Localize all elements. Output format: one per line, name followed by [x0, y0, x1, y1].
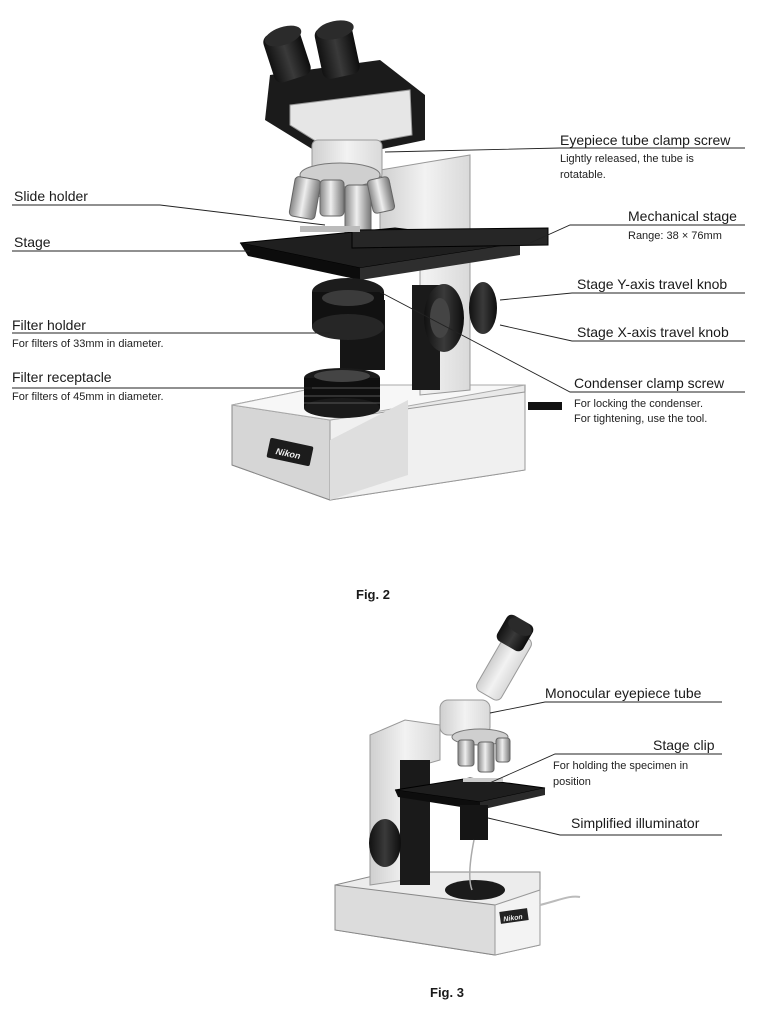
desc-stage-clip-line2: position: [553, 776, 591, 788]
label-stage: Stage: [14, 234, 51, 250]
label-stage-x-axis-knob: Stage X-axis travel knob: [577, 324, 729, 340]
desc-filter-receptacle: For filters of 45mm in diameter.: [12, 391, 164, 403]
label-stage-y-axis-knob: Stage Y-axis travel knob: [577, 276, 728, 292]
fig2-stage-knobs: [424, 282, 497, 352]
label-mechanical-stage: Mechanical stage: [628, 208, 737, 224]
fig2-stage: [239, 226, 549, 280]
label-filter-holder: Filter holder: [12, 317, 86, 333]
desc-filter-holder: For filters of 33mm in diameter.: [12, 338, 164, 350]
desc-stage-clip-line1: For holding the specimen in: [553, 760, 689, 772]
fig2-objectives: [288, 162, 396, 238]
figure-3-caption: Fig. 3: [430, 985, 464, 1000]
fig2-eyepieces: [263, 20, 360, 83]
desc-eyepiece-clamp-line2: rotatable.: [560, 169, 606, 181]
fig2-leader-lines: [12, 147, 745, 393]
fig2-base: Nikon: [231, 384, 562, 501]
figure-2-caption: Fig. 2: [356, 587, 390, 602]
label-condenser-clamp-screw: Condenser clamp screw: [574, 375, 725, 391]
label-monocular-eyepiece-tube: Monocular eyepiece tube: [545, 685, 702, 701]
label-simplified-illuminator: Simplified illuminator: [571, 815, 700, 831]
label-stage-clip: Stage clip: [653, 737, 715, 753]
figure-3-microscope-illustration: Nikon: [334, 614, 722, 956]
desc-mechanical-stage-range: Range: 38 × 76mm: [628, 230, 722, 242]
label-eyepiece-tube-clamp-screw: Eyepiece tube clamp screw: [560, 132, 731, 148]
desc-condenser-clamp-line1: For locking the condenser.: [574, 398, 704, 410]
label-slide-holder: Slide holder: [14, 188, 88, 204]
desc-eyepiece-clamp-line1: Lightly released, the tube is: [560, 153, 694, 165]
fig2-condenser: [312, 278, 384, 340]
label-filter-receptacle: Filter receptacle: [12, 369, 112, 385]
fig2-filter-receptacle: [304, 368, 380, 418]
fig3-brand-logo: Nikon: [503, 914, 523, 924]
desc-condenser-clamp-line2: For tightening, use the tool.: [574, 413, 708, 425]
